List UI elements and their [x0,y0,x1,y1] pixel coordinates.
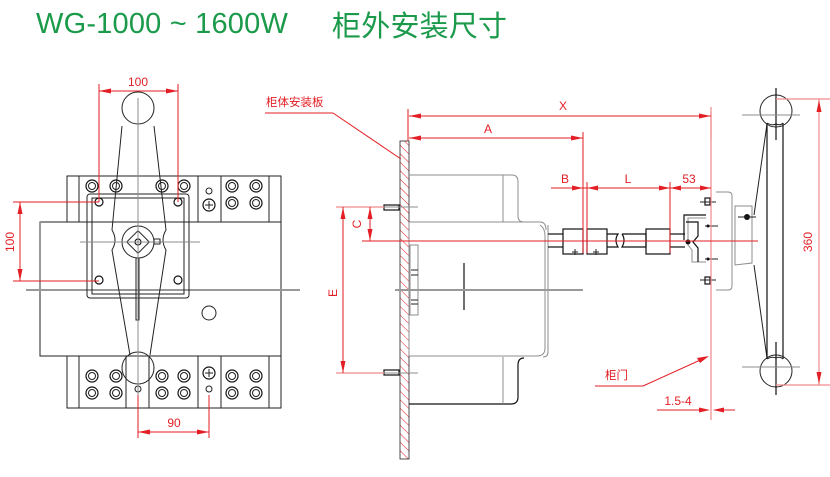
label-mounting-panel: 柜体安装板 [266,95,324,109]
front-dimensions: 100 100 90 [3,75,210,438]
front-body-middle [39,221,282,291]
dim-53: 53 [682,172,696,186]
dim-gap: 1.5-4 [664,394,692,408]
title-subtitle: 柜外安装尺寸 [332,11,508,43]
front-terminal-bottom [66,355,282,409]
terminal-bolts-top [85,179,263,212]
front-body-lower [39,289,282,357]
handle-side [742,88,800,395]
page-title: WG-1000 ~ 1600W 柜外安装尺寸 [36,4,507,44]
front-terminal-top [66,175,282,223]
dim-C: C [350,219,364,228]
front-view [26,91,300,420]
dim-360: 360 [801,232,815,252]
title-model: WG-1000 ~ 1600W [36,7,289,40]
indicator-hole [201,305,217,321]
dim-left-100: 100 [3,232,17,252]
terminal-bolts-bottom [85,366,263,400]
side-view [383,88,800,460]
label-cabinet-door: 柜门 [605,368,628,382]
dim-top-100: 100 [128,75,148,89]
shaft-extension [548,214,706,263]
mounting-panel [399,140,410,460]
dim-bottom-90: 90 [167,416,181,430]
dim-B: B [561,172,569,186]
side-dimensions: 柜体安装板 X A B L 53 [265,95,830,413]
handle-front [80,91,200,420]
dim-A: A [484,122,492,136]
dim-X: X [559,99,567,113]
dim-L: L [625,172,632,186]
dim-E: E [326,289,340,297]
